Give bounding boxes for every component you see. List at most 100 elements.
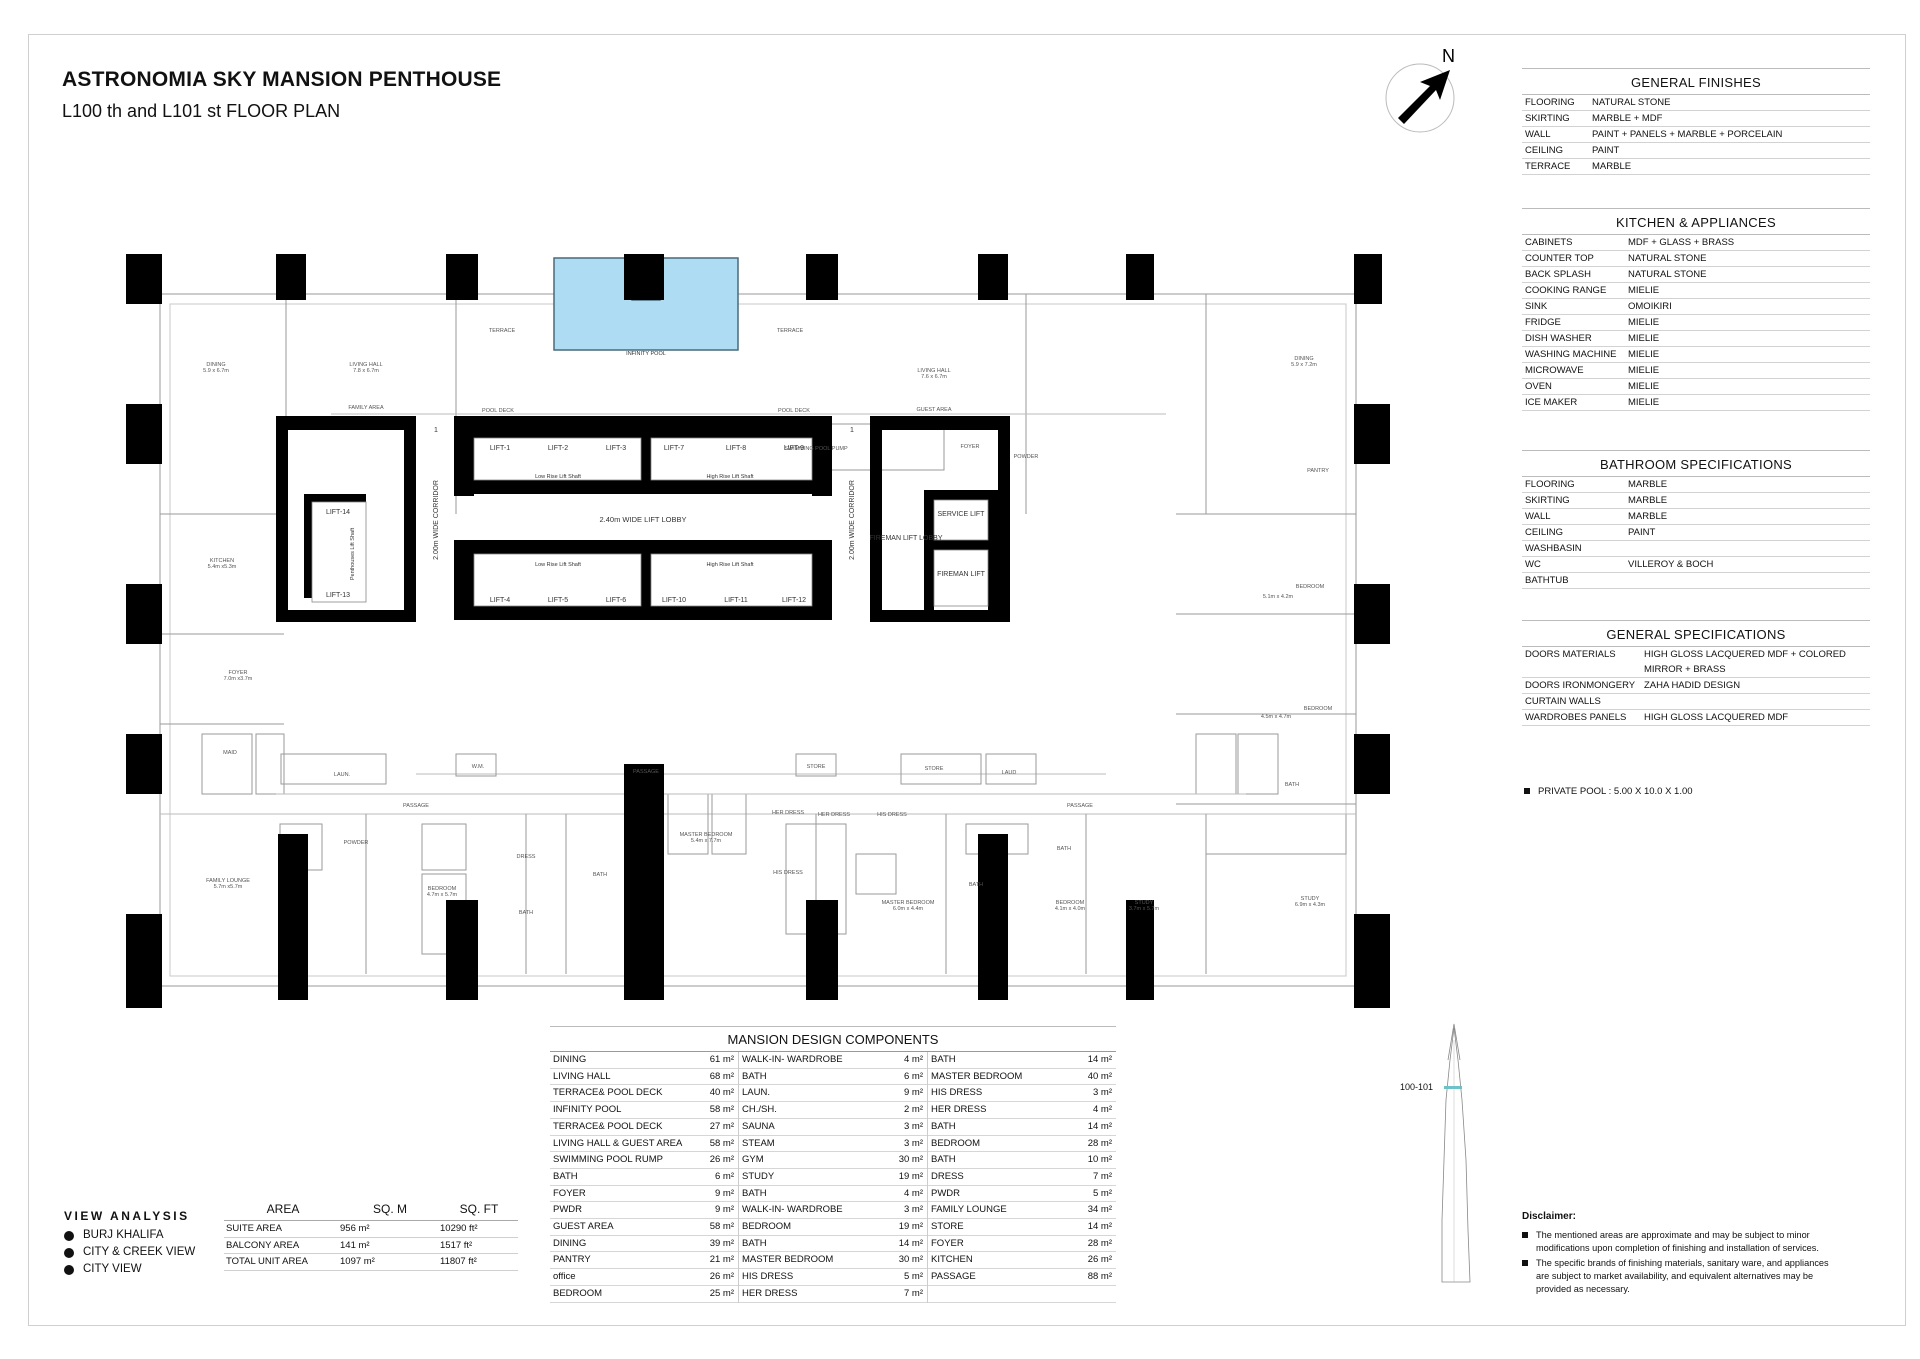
label-lift-11: LIFT-11	[724, 597, 748, 604]
component-area: 26 m²	[1087, 1254, 1112, 1266]
label-low-rise-bottom: Low Rise Lift Shaft	[535, 562, 581, 568]
label-arrow-1: 1	[434, 427, 438, 434]
component-area: 28 m²	[1087, 1137, 1112, 1149]
label-his-dress-2: HIS DRESS	[877, 812, 907, 818]
dim-master-left: 5.4m x 7.7m	[691, 838, 722, 844]
tower-elevation: 100-101	[1400, 1023, 1471, 1283]
spec-value: MIELIE	[1628, 333, 1660, 344]
spec-row: WASHBASIN	[1522, 541, 1870, 557]
spec-value: MARBLE + MDF	[1592, 113, 1663, 124]
kitchen-title: KITCHEN & APPLIANCES	[1522, 208, 1870, 235]
label-powder-top: POWDER	[1014, 454, 1039, 460]
spec-key: WASHING MACHINE	[1525, 349, 1617, 360]
spec-key: ICE MAKER	[1525, 397, 1578, 408]
table-row: STORE 14 m²	[928, 1219, 1116, 1236]
label-bath-1: BATH	[593, 872, 607, 878]
label-lift-14: LIFT-14	[326, 509, 350, 516]
label-laun: LAUN.	[334, 772, 351, 778]
dim-foyer: 7.0m x3.7m	[224, 676, 253, 682]
component-name: INFINITY POOL	[553, 1104, 622, 1116]
floor-marker	[1444, 1086, 1462, 1089]
spec-key: COUNTER TOP	[1525, 253, 1594, 264]
label-her-dress-2: HER DRESS	[818, 812, 850, 818]
component-name: BATH	[742, 1237, 767, 1249]
area-cell-sqm: 956 m²	[340, 1223, 370, 1234]
spec-value: NATURAL STONE	[1628, 269, 1707, 280]
component-name: BATH	[553, 1170, 578, 1182]
spec-value	[1642, 694, 1870, 709]
view-item-label: BURJ KHALIFA	[83, 1229, 164, 1241]
view-item: BURJ KHALIFA	[64, 1227, 195, 1244]
dim-family-lounge: 5.7m x5.7m	[214, 884, 243, 890]
label-high-rise-top: High Rise Lift Shaft	[706, 474, 754, 480]
general-finishes-title: GENERAL FINISHES	[1522, 68, 1870, 95]
label-lift-5: LIFT-5	[548, 597, 568, 604]
area-cell-sqm: 141 m²	[340, 1239, 370, 1251]
label-terrace-left: TERRACE	[489, 328, 516, 334]
label-study-2: STUDY	[1301, 896, 1320, 902]
label-his-dress: HIS DRESS	[773, 870, 803, 876]
label-lift-6: LIFT-6	[606, 597, 626, 604]
component-name: STORE	[931, 1221, 964, 1233]
label-high-rise-bottom: High Rise Lift Shaft	[706, 562, 754, 568]
label-lift-13: LIFT-13	[326, 592, 350, 599]
label-arrow-2: 1	[850, 427, 854, 434]
spec-key: COOKING RANGE	[1525, 285, 1607, 296]
dim-master-right: 6.0m x 4.4m	[893, 906, 924, 912]
component-area: 28 m²	[1087, 1237, 1112, 1249]
label-corridor-right: 2.00m WIDE CORRIDOR	[849, 480, 856, 560]
dim-bedroom-b2: 4.1m x 4.0m	[1055, 906, 1086, 912]
dim-dining-right: 5.9 x 7.2m	[1291, 362, 1317, 368]
component-name: TERRACE& POOL DECK	[553, 1120, 663, 1132]
page-title: ASTRONOMIA SKY MANSION PENTHOUSE	[62, 68, 502, 91]
spec-value: NATURAL STONE	[1592, 97, 1671, 108]
label-passage-right: PASSAGE	[1067, 803, 1093, 809]
spec-value: HIGH GLOSS LACQUERED MDF + COLORED MIRRO…	[1644, 649, 1846, 675]
component-area: 14 m²	[1087, 1221, 1112, 1233]
spec-key: OVEN	[1525, 381, 1552, 392]
bathroom-title: BATHROOM SPECIFICATIONS	[1522, 450, 1870, 477]
spec-value: MIELIE	[1628, 285, 1660, 296]
component-area: 7 m²	[1093, 1170, 1112, 1182]
component-name: STEAM	[742, 1137, 775, 1149]
label-lift-10: LIFT-10	[662, 597, 686, 604]
component-name: FOYER	[931, 1237, 964, 1249]
dim-living-right: 7.6 x 6.7m	[921, 374, 947, 380]
component-name: PWDR	[931, 1187, 961, 1199]
spec-key: BATHTUB	[1525, 575, 1569, 586]
component-name: FOYER	[553, 1187, 586, 1199]
label-master-right: MASTER BEDROOM	[882, 900, 935, 906]
label-lift-4: LIFT-4	[490, 597, 510, 604]
spec-value: MARBLE	[1592, 161, 1632, 172]
general-specs-title: GENERAL SPECIFICATIONS	[1522, 620, 1870, 647]
component-area: 19 m²	[898, 1221, 923, 1233]
component-area: 30 m²	[898, 1154, 923, 1166]
component-name: LAUN.	[742, 1087, 770, 1099]
label-lift-7: LIFT-7	[664, 445, 684, 452]
spec-key: SKIRTING	[1525, 113, 1570, 124]
dim-study-2: 6.9m x 4.3m	[1295, 902, 1326, 908]
component-area: 4 m²	[904, 1187, 923, 1199]
component-name: LIVING HALL	[553, 1070, 611, 1082]
